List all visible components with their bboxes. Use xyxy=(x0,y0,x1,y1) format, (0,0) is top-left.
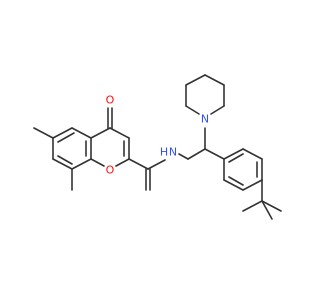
ring-oxygen-label: O xyxy=(106,164,115,177)
piperidine-nitrogen-label: N xyxy=(201,113,209,126)
atom-labels: O O N H N xyxy=(106,94,209,177)
amide-hydrogen-label: H xyxy=(160,146,168,159)
amide-nitrogen-label: N xyxy=(169,146,177,159)
bond-skeleton xyxy=(33,74,282,220)
molecule-structure-diagram: O O N H N xyxy=(33,74,282,220)
carbonyl-oxygen-label: O xyxy=(106,94,115,107)
